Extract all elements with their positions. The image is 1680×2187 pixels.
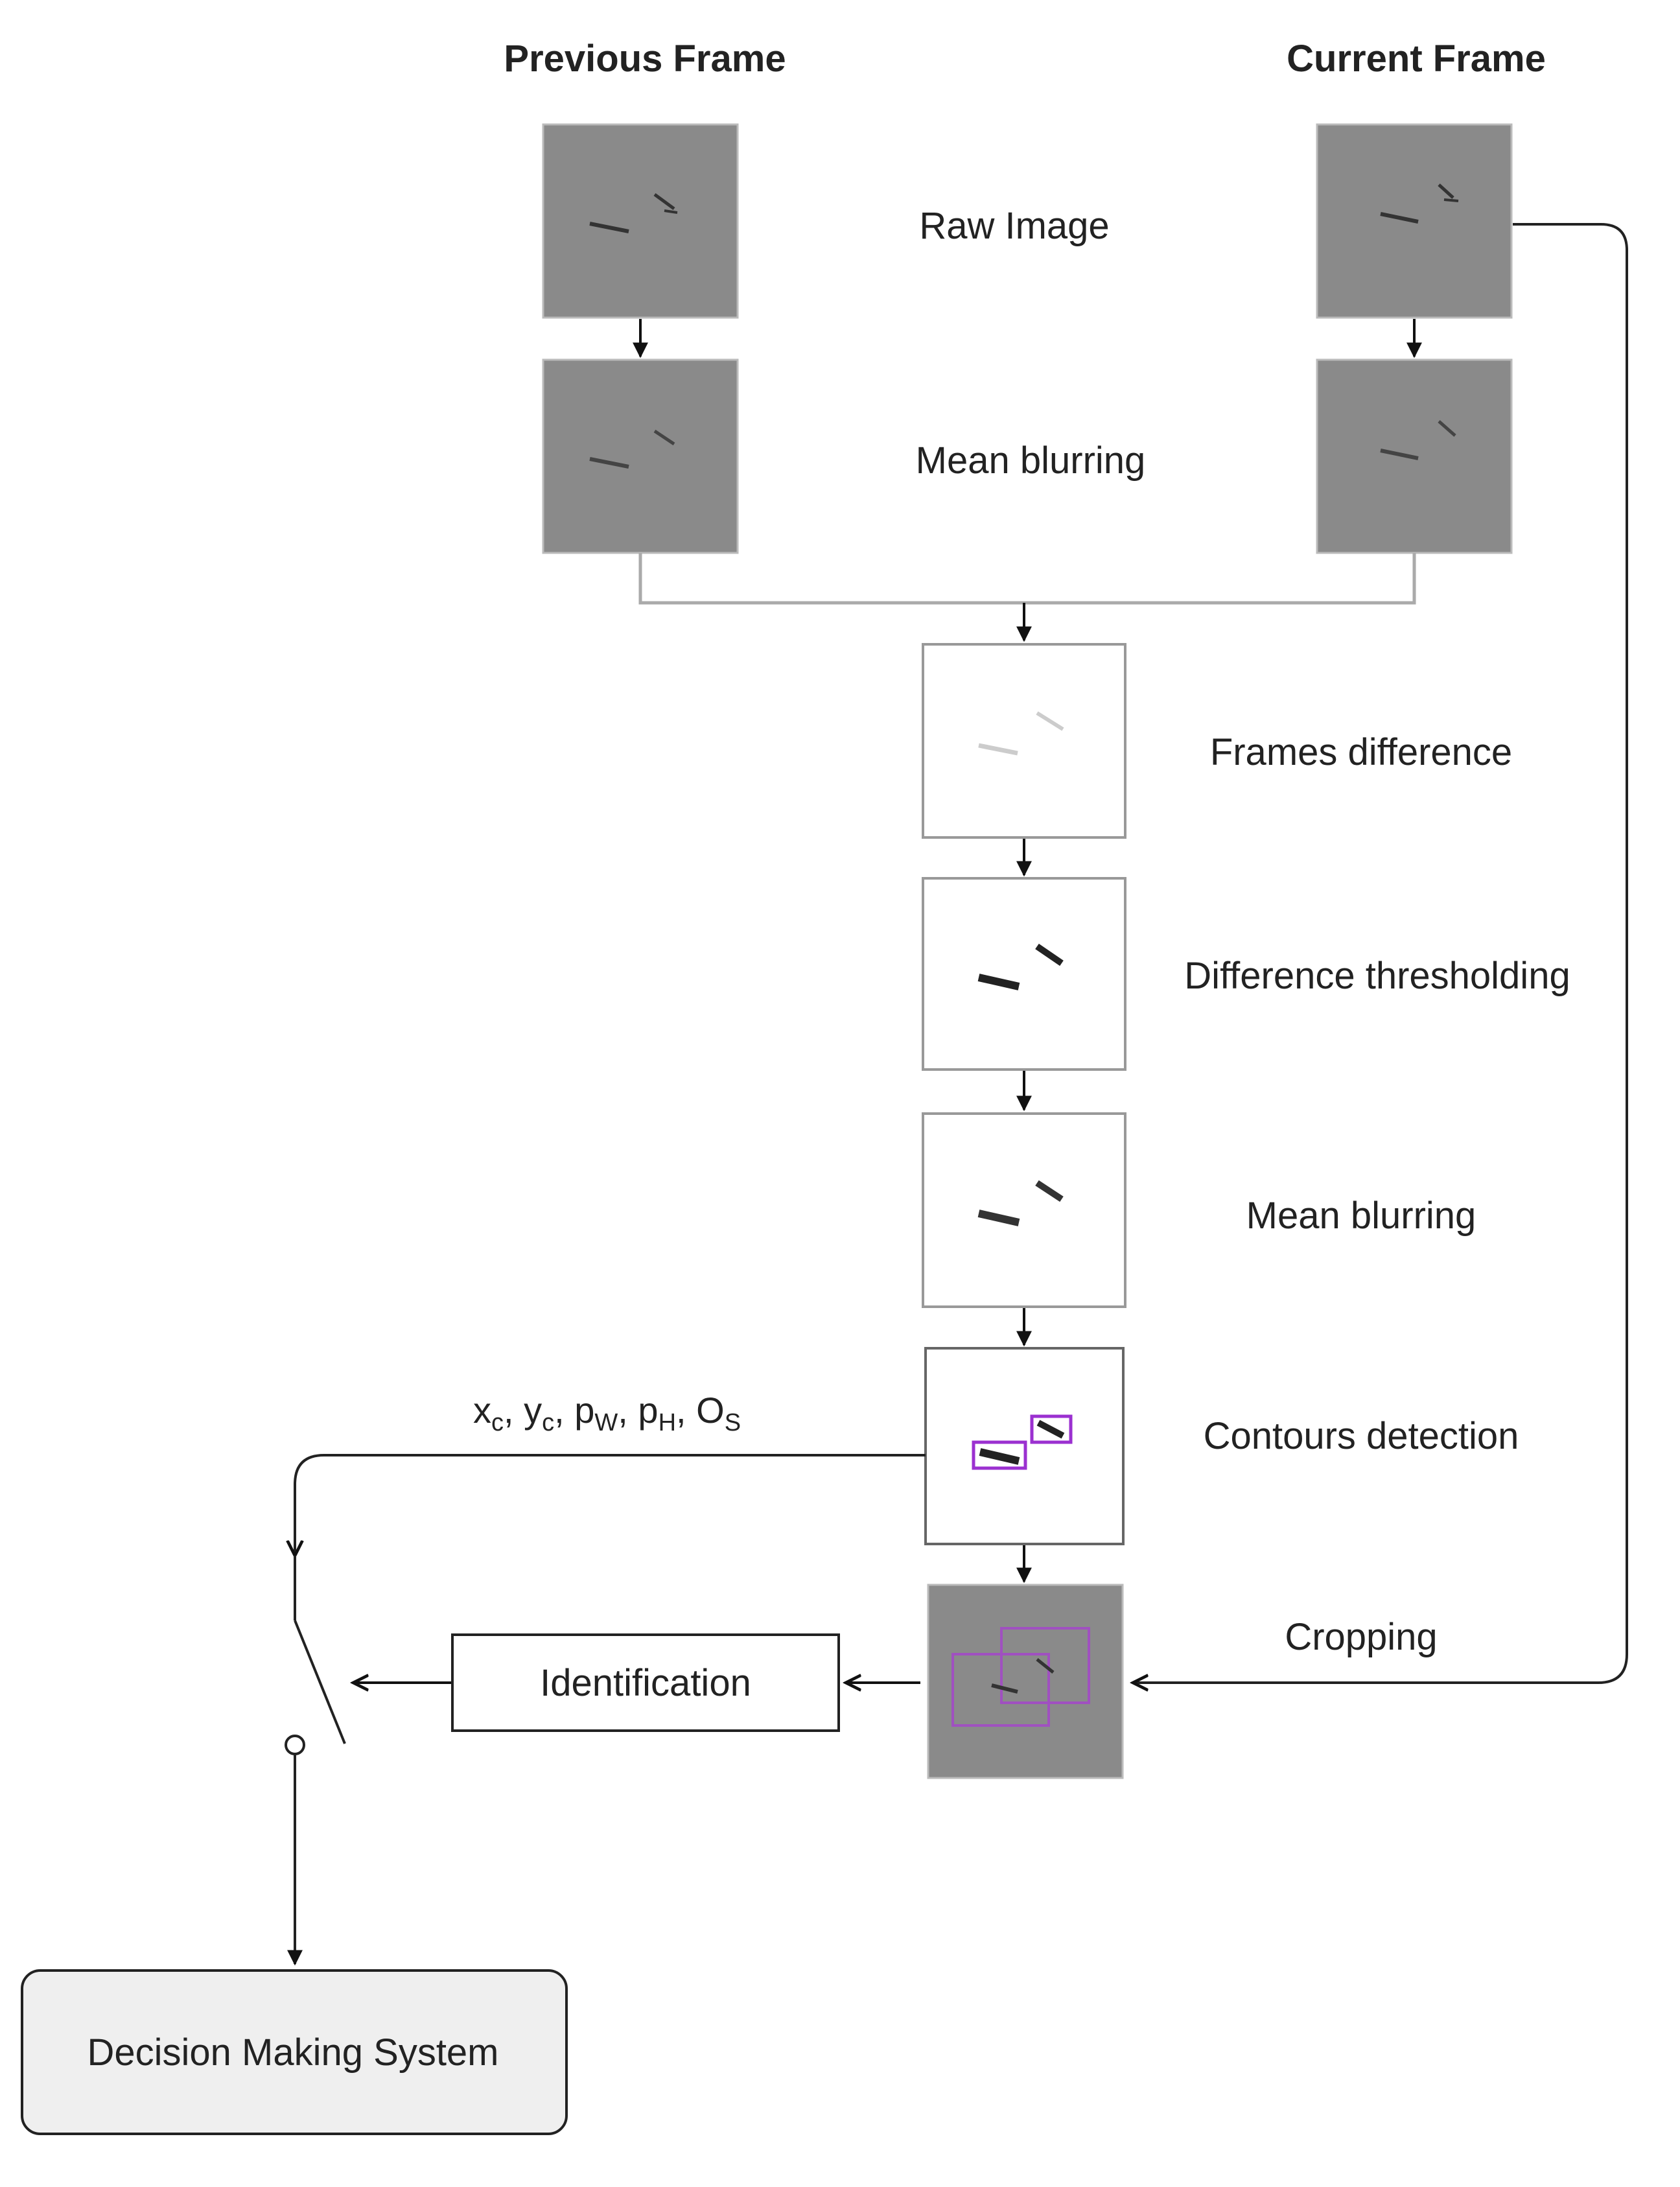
contours-detection-label: Contours detection <box>1204 1415 1519 1457</box>
contours-detection-image <box>924 1347 1125 1545</box>
bounding-box-1 <box>972 1440 1027 1470</box>
raw-image-label: Raw Image <box>919 205 1109 247</box>
switch-symbol <box>285 1556 346 1966</box>
identification-box <box>451 1633 840 1732</box>
current-frame-title: Current Frame <box>1287 38 1546 80</box>
frames-difference-image <box>922 643 1126 839</box>
raw-to-cropping-connector <box>1133 223 1628 1683</box>
output-variables-label: xc, yc, pW, pH, OS <box>473 1390 741 1436</box>
decision-making-system-box <box>21 1969 568 2135</box>
frames-difference-label: Frames difference <box>1210 731 1512 773</box>
current-raw-image <box>1316 123 1513 319</box>
identification-label: Identification <box>540 1662 751 1704</box>
previous-blurred-image <box>542 358 739 554</box>
difference-thresholding-image <box>922 877 1126 1071</box>
previous-frame-title: Previous Frame <box>504 38 786 80</box>
current-blurred-image <box>1316 358 1513 554</box>
cropping-label: Cropping <box>1285 1616 1437 1658</box>
mean-blurring-2-image <box>922 1112 1126 1308</box>
merge-connector <box>638 553 1416 605</box>
difference-thresholding-label: Difference thresholding <box>1184 955 1570 997</box>
cropping-image <box>927 1584 1124 1779</box>
contours-output-connector <box>295 1454 926 1556</box>
bounding-box-2 <box>1030 1414 1073 1444</box>
decision-making-system-label: Decision Making System <box>88 2031 499 2074</box>
mean-blurring-label-1: Mean blurring <box>916 439 1146 482</box>
mean-blurring-label-2: Mean blurring <box>1246 1195 1476 1237</box>
previous-raw-image <box>542 123 739 319</box>
